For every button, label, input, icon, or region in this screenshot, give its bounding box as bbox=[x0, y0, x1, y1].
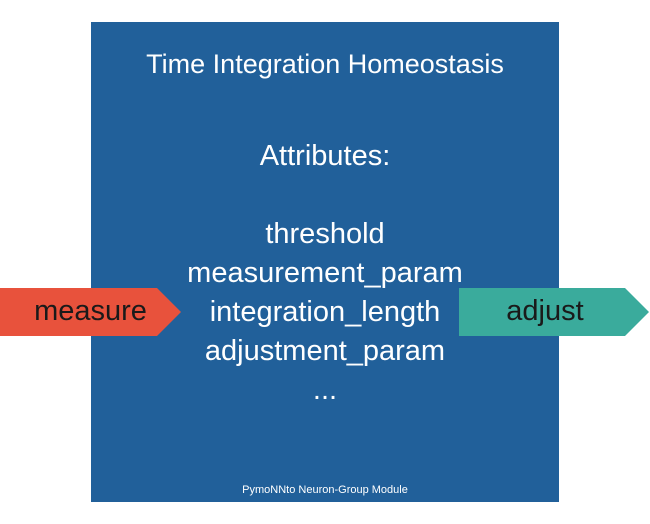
measure-arrow-polygon bbox=[0, 288, 181, 336]
attribute-adjustment-param: adjustment_param bbox=[204, 335, 446, 367]
adjust-arrow-shape bbox=[459, 288, 649, 336]
measure-arrow: measure bbox=[0, 288, 181, 336]
adjust-arrow-label: adjust bbox=[506, 295, 584, 327]
attribute-threshold: threshold bbox=[265, 218, 385, 250]
attribute-ellipsis: ... bbox=[312, 374, 338, 406]
module-title: Time Integration Homeostasis bbox=[146, 49, 504, 79]
attributes-heading: Attributes: bbox=[259, 140, 391, 172]
measure-arrow-label: measure bbox=[34, 295, 147, 327]
module-box: Time Integration Homeostasis Attributes:… bbox=[91, 22, 559, 502]
attribute-measurement-param: measurement_param bbox=[187, 257, 463, 289]
adjust-arrow: adjust bbox=[459, 288, 649, 336]
attribute-list: threshold measurement_param integration_… bbox=[91, 215, 559, 410]
attribute-integration-length: integration_length bbox=[209, 296, 441, 328]
adjust-arrow-polygon bbox=[459, 288, 649, 336]
measure-arrow-shape bbox=[0, 288, 181, 336]
module-footer: PymoNNto Neuron-Group Module bbox=[242, 484, 408, 496]
